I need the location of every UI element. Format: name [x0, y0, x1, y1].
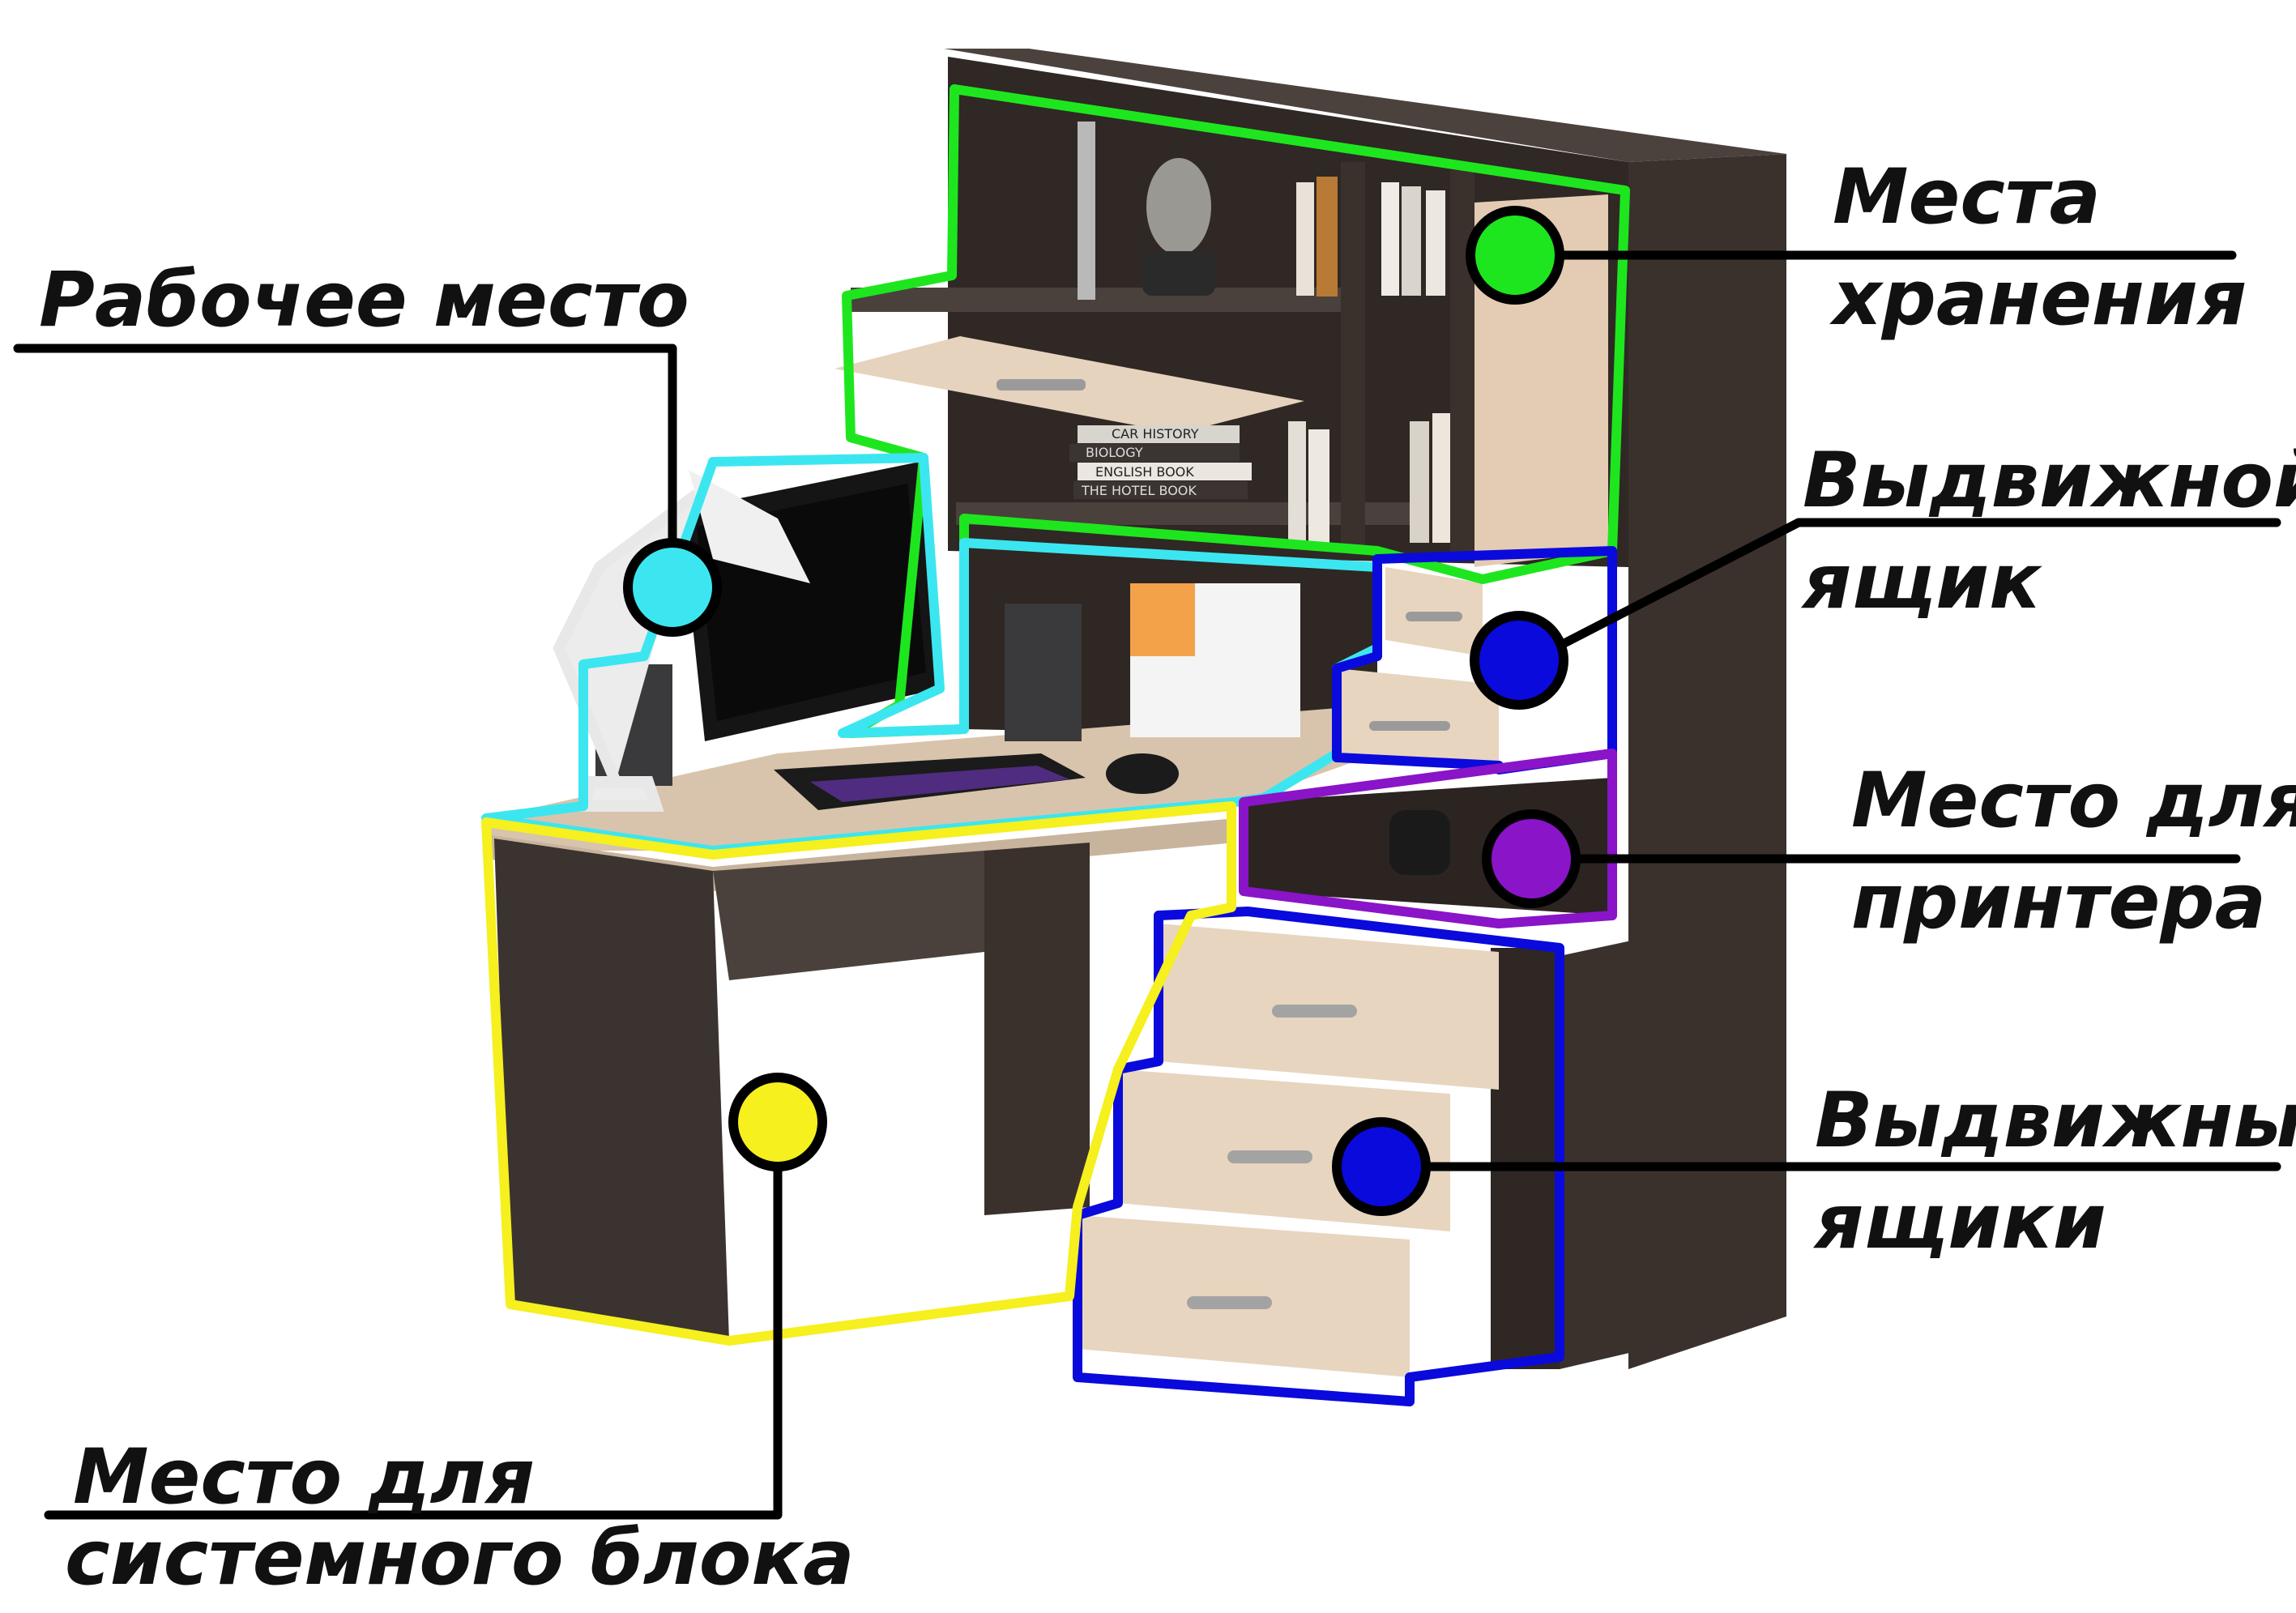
mouse	[1106, 753, 1179, 794]
callout-storage-line1: Места	[1833, 153, 2101, 241]
book-spine-labels: CAR HISTORY BIOLOGY ENGLISH BOOK THE HOT…	[1081, 426, 1199, 498]
callout-system-unit-line1: Место для	[73, 1433, 535, 1521]
callout-system-unit-line2: системного блока	[65, 1514, 855, 1602]
leader-lines	[13, 250, 2281, 1520]
callout-workplace: Рабочее место	[39, 256, 689, 344]
blue-dot-icon	[1332, 1117, 1431, 1216]
blue-dot-icon	[1470, 611, 1568, 710]
big-drawer-handle	[1272, 1005, 1357, 1018]
book-spine-label: BIOLOGY	[1086, 445, 1143, 460]
speaker-right	[1005, 604, 1082, 741]
desk-lamp-shade	[689, 470, 810, 583]
leader-line-drawer	[1526, 518, 2281, 665]
callout-drawer-line2: ящик	[1800, 538, 2042, 626]
desk-center-leg	[984, 843, 1090, 1215]
small-drawer-handle	[1406, 612, 1462, 621]
desk-left-side	[494, 839, 729, 1341]
shelf-partition	[1341, 162, 1365, 551]
pullout-shelf-handle	[996, 379, 1086, 390]
leader-line-workplace	[13, 344, 677, 588]
cyan-dot-icon	[623, 538, 722, 637]
desk-left-panel	[713, 851, 984, 980]
book-spine-label: CAR HISTORY	[1112, 426, 1199, 442]
plant-pot	[1389, 810, 1450, 875]
desk-illustration: CAR HISTORY BIOLOGY ENGLISH BOOK THE HOT…	[486, 49, 1786, 1377]
shelf-lamp-base	[1142, 251, 1215, 296]
upright-books	[1288, 177, 1450, 543]
yellow-dot-icon	[728, 1073, 827, 1171]
small-drawer-handle	[1369, 721, 1450, 731]
callout-printer-line1: Место для	[1851, 757, 2296, 845]
book-spine-label: THE HOTEL BOOK	[1081, 483, 1197, 498]
keyboard-backlight	[810, 766, 1069, 802]
callout-drawers-line1: Выдвижные	[1815, 1077, 2296, 1165]
orange-folder	[1130, 583, 1195, 656]
drawer-block-side	[1560, 907, 1786, 1369]
big-drawer-handle	[1227, 1150, 1312, 1163]
callout-labels: Рабочее место Места хранения Выдвижной я…	[39, 153, 2296, 1602]
small-drawer-lower	[1337, 668, 1499, 770]
printer-zone-outline	[1239, 749, 1617, 928]
callout-drawer-line1: Выдвижной	[1803, 437, 2296, 525]
green-dot-icon	[1466, 206, 1564, 305]
drawer-block-interior	[1491, 948, 1560, 1369]
book-spine-label: ENGLISH BOOK	[1095, 464, 1194, 480]
shelf-board-upper	[851, 288, 1353, 312]
leader-line-system-unit	[44, 1109, 783, 1520]
cabinet-top	[944, 49, 1786, 162]
big-drawer-handle	[1187, 1296, 1272, 1309]
shelf-lamp	[1146, 158, 1211, 255]
book-stack	[1069, 425, 1252, 499]
drawers-zone-outline	[1073, 907, 1564, 1406]
shelf-partition	[1450, 170, 1474, 559]
system-unit-zone-outline	[481, 801, 1236, 1346]
zone-markers	[623, 206, 1581, 1216]
chrome-pole	[1078, 122, 1095, 300]
callout-printer-line2: принтера	[1851, 858, 2266, 946]
callout-drawers-line2: ящики	[1812, 1178, 2106, 1266]
callout-storage-line2: хранения	[1829, 254, 2247, 343]
purple-dot-icon	[1482, 809, 1581, 908]
